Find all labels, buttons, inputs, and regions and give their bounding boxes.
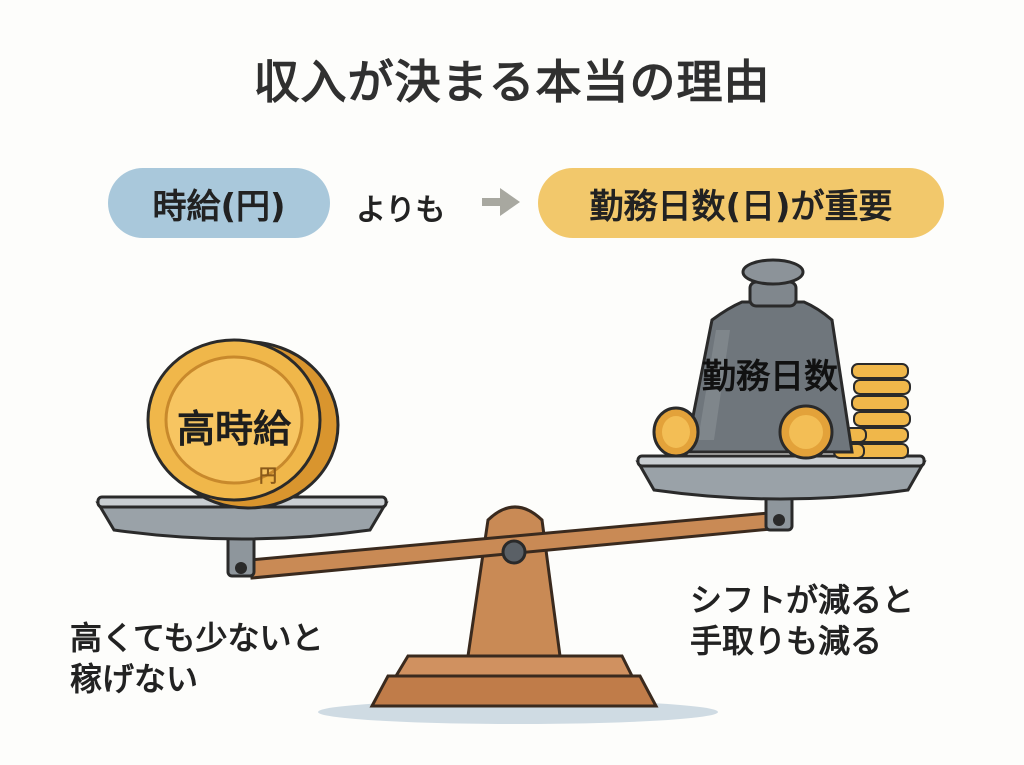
hourly-wage-pill: 時給(円) [108,168,330,238]
hourly-wage-label: 時給(円) [152,186,286,227]
left-caption-line1: 高くても少ないと [70,619,324,657]
left-caption-line2: 稼げない [70,659,199,698]
scale-base [369,654,659,708]
scale-pillar [466,505,562,658]
loose-coins-icon [652,404,834,460]
pivot-bolt [501,539,527,565]
left-caption: 高くても少ないと 稼げない [70,618,323,700]
coin-yen-mark: 円 [259,466,277,487]
coin-label: 高時給 [177,407,292,451]
weight-label: 勤務日数 [702,357,838,397]
right-caption-line1: シフトが減ると [690,581,915,619]
right-caption: シフトが減ると 手取りも減る [690,580,914,662]
right-pan [635,454,927,501]
work-days-label: 勤務日数(日)が重要 [589,186,893,227]
coin-icon: 高時給 円 [146,338,340,510]
work-days-pill: 勤務日数(日)が重要 [538,168,944,238]
left-pan [95,495,389,541]
comparison-connector: よりも [356,193,446,228]
right-caption-line2: 手取りも減る [690,621,883,660]
page-title: 収入が決まる本当の理由 [253,55,771,109]
arrow-right-icon [482,188,520,216]
